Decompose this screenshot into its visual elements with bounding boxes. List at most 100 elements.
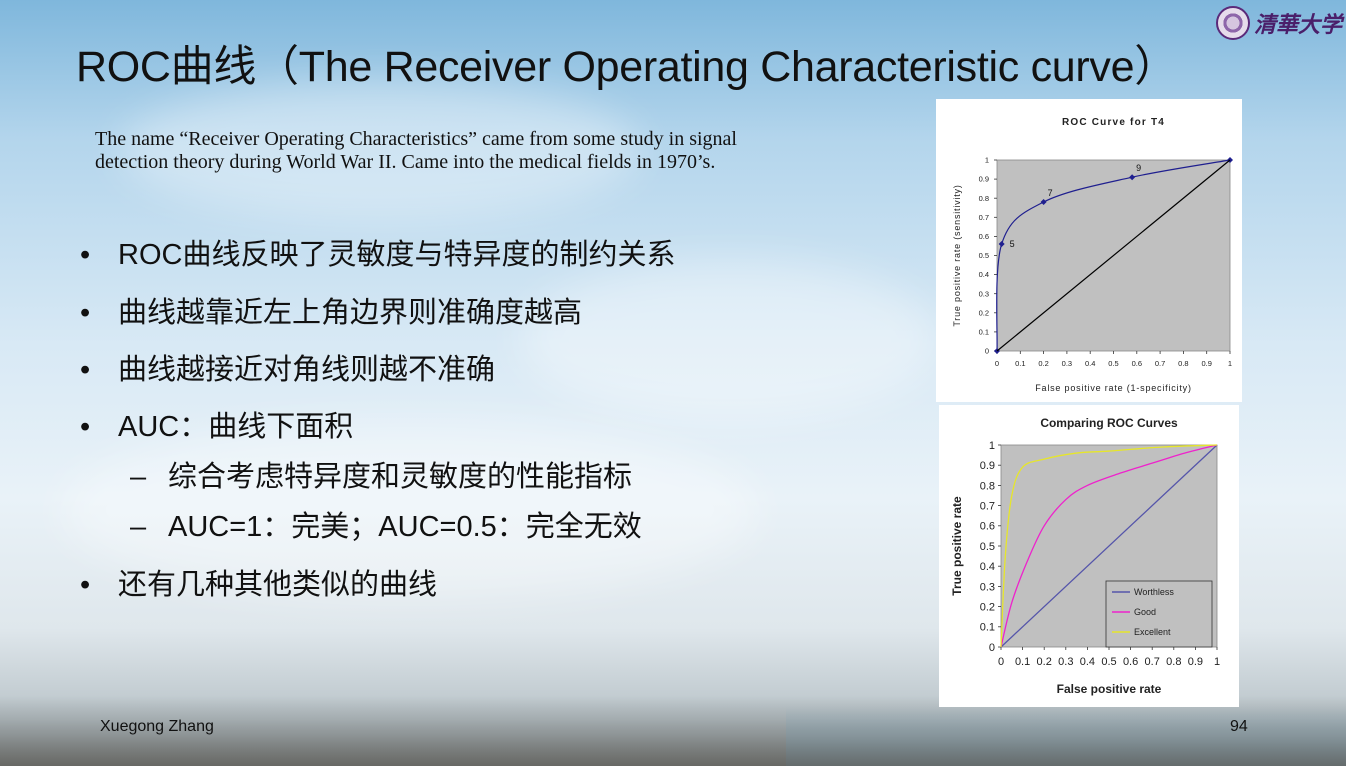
x-tick-label: 0.4	[1085, 359, 1095, 368]
sub-bullet-dash: –	[130, 461, 147, 493]
x-tick-label: 0.9	[1201, 359, 1211, 368]
x-tick-label: 0.1	[1015, 656, 1030, 668]
y-tick-label: 0.4	[979, 270, 989, 279]
y-tick-label: 0.9	[979, 175, 989, 184]
y-tick-label: 0.7	[980, 500, 995, 512]
series-line	[996, 159, 1231, 352]
comparing-roc-chart: Comparing ROC Curves 0 0.1 0.2 0.3 0.4 0.5 0.6 0…	[939, 405, 1239, 707]
x-tick-label: 0.5	[1101, 656, 1116, 668]
bullet-text: ROC曲线反映了灵敏度与特异度的制约关系	[118, 239, 676, 271]
x-axis-label: False positive rate	[1057, 682, 1162, 696]
sub-bullet-item: –AUC=1：完美；AUC=0.5：完全无效	[130, 503, 642, 545]
x-tick-label: 0.5	[1108, 359, 1118, 368]
logo-text: 清華大学	[1254, 12, 1343, 38]
x-tick-label: 0	[995, 359, 999, 368]
legend-label: Worthless	[1134, 587, 1174, 597]
y-tick-label: 1	[985, 156, 989, 165]
sub-bullet-dash: –	[130, 511, 147, 543]
data-point	[998, 241, 1005, 248]
y-axis-label: True positive rate	[950, 496, 964, 596]
y-tick-label: 0.5	[979, 251, 989, 260]
x-axis-label: False positive rate (1-specificity)	[1035, 383, 1192, 393]
series-line	[1000, 444, 1218, 648]
chart-title: ROC Curve for T4	[1062, 117, 1165, 128]
x-tick-label: 0.2	[1037, 656, 1052, 668]
bullet-item: • ROC曲线反映了灵敏度与特异度的制约关系	[80, 231, 675, 273]
sub-bullet-text: AUC=1：完美；AUC=0.5：完全无效	[168, 511, 642, 543]
bullet-text: AUC：曲线下面积	[118, 411, 354, 443]
y-tick-label: 0.8	[979, 194, 989, 203]
x-tick-label: 0.4	[1080, 656, 1095, 668]
y-tick-label: 0.2	[980, 601, 995, 613]
y-tick-label: 0.1	[980, 622, 995, 634]
data-point	[1040, 199, 1047, 206]
intro-line: detection theory during World War II. Ca…	[95, 151, 716, 173]
sky-haze	[520, 260, 940, 420]
y-tick-label: 0.5	[980, 541, 995, 553]
page-number: 94	[1230, 718, 1248, 735]
roc-chart-t4-svg: ROC Curve for T4 0 0.1 0.2 0.3 0.4 0.5 0.6 0.7 0.…	[952, 117, 1233, 393]
y-tick-label: 0.3	[979, 289, 989, 298]
comparing-roc-chart-svg: Comparing ROC Curves 0 0.1 0.2 0.3 0.4 0.5 0.6 0…	[950, 416, 1220, 696]
y-tick-label: 0.1	[979, 328, 989, 337]
bullet-text: 曲线越接近对角线则越不准确	[118, 354, 496, 386]
y-tick-label: 0.7	[979, 213, 989, 222]
bullet-item: •曲线越接近对角线则越不准确	[80, 346, 495, 388]
x-tick-label: 0.6	[1123, 656, 1138, 668]
x-tick-label: 0.6	[1132, 359, 1142, 368]
bullet-dot: •	[80, 239, 91, 271]
data-point-label: 9	[1136, 163, 1141, 173]
y-tick-label: 0.6	[980, 521, 995, 533]
x-tick-label: 1	[1214, 656, 1220, 668]
university-logo: 清華大学	[1216, 6, 1342, 40]
bullet-item: • AUC：曲线下面积	[80, 403, 353, 445]
beach-background	[0, 696, 1346, 766]
x-tick-label: 0.2	[1038, 359, 1048, 368]
y-tick-label: 0.8	[980, 480, 995, 492]
bullet-dot: •	[80, 411, 91, 443]
x-tick-label: 0.8	[1166, 656, 1181, 668]
bullet-item: • 还有几种其他类似的曲线	[80, 561, 437, 603]
sub-bullet-text: 综合考虑特异度和灵敏度的性能指标	[168, 461, 633, 493]
sky-haze	[60, 420, 760, 600]
data-point	[1129, 174, 1136, 181]
x-tick-label: 0.7	[1145, 656, 1160, 668]
y-axis-label: True positive rate (sensitivity)	[952, 184, 962, 326]
university-seal-icon	[1216, 6, 1250, 40]
y-tick-label: 1	[989, 440, 995, 452]
series-line	[1000, 444, 1218, 648]
sky-haze	[120, 80, 640, 220]
x-tick-label: 0.7	[1155, 359, 1165, 368]
x-tick-label: 0.9	[1188, 656, 1203, 668]
legend-label: Good	[1134, 607, 1156, 617]
x-tick-label: 0.1	[1015, 359, 1025, 368]
footer-author: Xuegong Zhang	[100, 718, 214, 735]
chart-title: Comparing ROC Curves	[1040, 416, 1178, 430]
sub-bullet-item: –综合考虑特异度和灵敏度的性能指标	[130, 453, 632, 495]
y-tick-label: 0.9	[980, 460, 995, 472]
x-tick-label: 0	[998, 656, 1004, 668]
data-point-label: 7	[1048, 188, 1053, 198]
x-tick-label: 0.3	[1058, 656, 1073, 668]
x-tick-label: 0.8	[1178, 359, 1188, 368]
bullet-text: 还有几种其他类似的曲线	[118, 569, 438, 601]
y-tick-label: 0	[989, 642, 995, 654]
intro-line: The name “Receiver Operating Characteris…	[95, 128, 737, 150]
data-point-label: 5	[1010, 239, 1015, 249]
bullet-dot: •	[80, 569, 91, 601]
x-tick-label: 1	[1228, 359, 1232, 368]
y-tick-label: 0.6	[979, 232, 989, 241]
series-line	[1000, 444, 1218, 648]
slide-title: ROC曲线（The Receiver Operating Characteris…	[76, 43, 1177, 91]
bullet-dot: •	[80, 297, 91, 329]
bullet-item: • 曲线越靠近左上角边界则准确度越高	[80, 289, 582, 331]
y-tick-label: 0.2	[979, 308, 989, 317]
y-tick-label: 0	[985, 347, 989, 356]
x-tick-label: 0.3	[1062, 359, 1072, 368]
y-tick-label: 0.4	[980, 561, 995, 573]
legend-label: Excellent	[1134, 627, 1171, 637]
bullet-text: 曲线越靠近左上角边界则准确度越高	[118, 297, 583, 329]
y-tick-label: 0.3	[980, 581, 995, 593]
intro-paragraph: The name “Receiver Operating Characteris…	[95, 128, 855, 174]
